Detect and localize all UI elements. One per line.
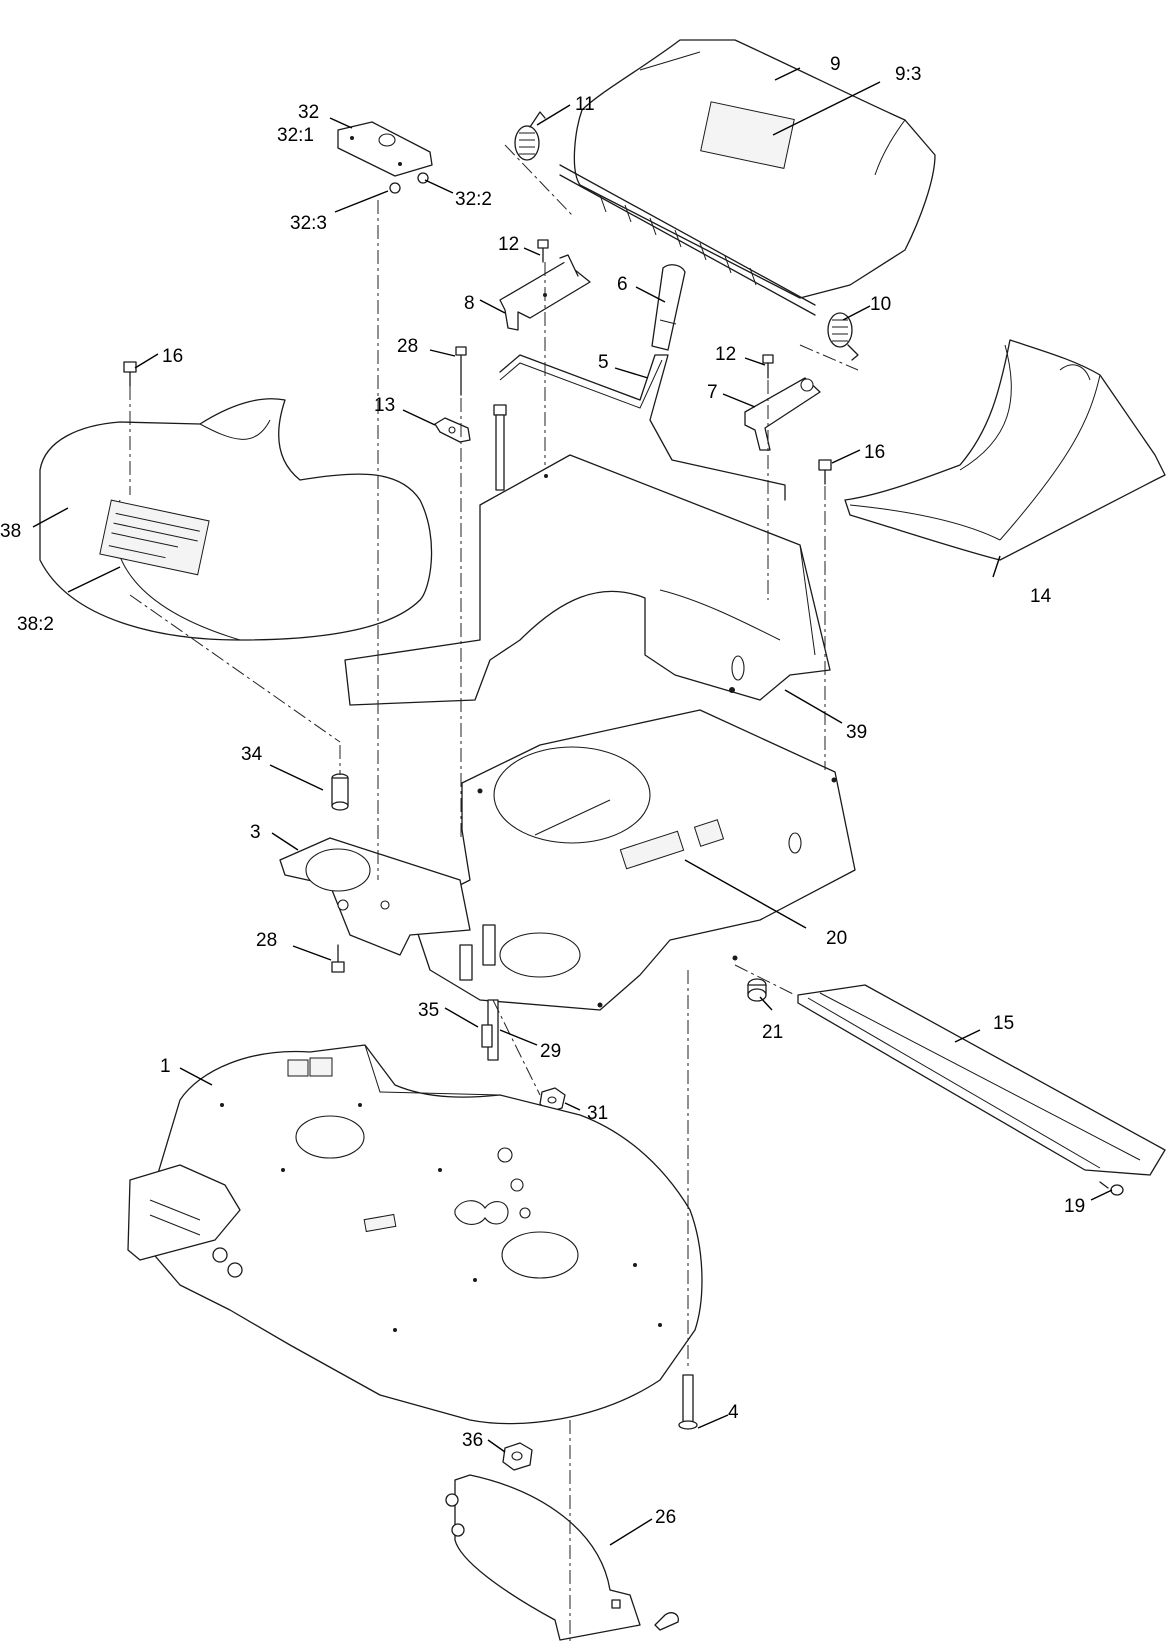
- callout-29: 29: [540, 1041, 561, 1062]
- part-16-screw-left: [123, 361, 137, 387]
- part-28-bolt-lower: [331, 944, 345, 973]
- part-13-clip: [434, 417, 471, 443]
- part-3-plate: [279, 837, 471, 956]
- decal-20: [619, 819, 725, 870]
- part-21-knob: [747, 978, 767, 1002]
- part-5-control-rod: [499, 354, 786, 501]
- callout-11: 11: [575, 94, 595, 115]
- part-6-handle: [651, 264, 686, 351]
- callout-32: 32: [298, 102, 319, 123]
- decal-38-2: [99, 499, 210, 576]
- part-10-torsion-spring: [827, 312, 859, 361]
- part-36-nut: [502, 1442, 533, 1471]
- callout-5: 5: [598, 352, 609, 373]
- part-32-bracket: [337, 121, 433, 194]
- part-19-screw: [1099, 1181, 1124, 1196]
- callout-16-left: 16: [162, 346, 183, 367]
- callout-9: 9: [830, 54, 841, 75]
- callout-20: 20: [826, 928, 847, 949]
- callout-15: 15: [993, 1013, 1014, 1034]
- part-12-screw-b: [762, 354, 774, 379]
- callout-34: 34: [241, 744, 263, 765]
- callout-21: 21: [762, 1022, 783, 1043]
- part-38-belt-cover: [39, 398, 433, 641]
- part-1-mower-deck: [149, 1044, 703, 1425]
- callout-8: 8: [464, 293, 475, 314]
- part-16-screw-right: [818, 459, 832, 485]
- callout-7: 7: [707, 382, 718, 403]
- callout-10: 10: [870, 294, 891, 315]
- callout-28-lower: 28: [256, 930, 277, 951]
- callout-1: 1: [160, 1056, 171, 1077]
- deck-hinge-bracket: [127, 1164, 243, 1278]
- part-14-deflector: [844, 339, 1166, 561]
- callout-13: 13: [374, 395, 395, 416]
- callout-16-right: 16: [864, 442, 885, 463]
- callout-39: 39: [846, 722, 867, 743]
- callout-35: 35: [418, 1000, 439, 1021]
- part-12-screw-a: [537, 239, 549, 263]
- callout-12-upper: 12: [498, 234, 519, 255]
- callout-19: 19: [1064, 1196, 1085, 1217]
- part-4-bolt: [678, 1374, 698, 1430]
- long-pin: [493, 404, 507, 491]
- part-35-29-posts: [459, 924, 499, 1061]
- leader-lines: [32, 67, 1113, 1546]
- part-26-shield: [445, 1474, 679, 1641]
- alignment-lines: [129, 144, 859, 1642]
- callout-38-2: 38:2: [17, 614, 54, 635]
- part-9-chute-cover: [559, 39, 936, 316]
- callout-9-3: 9:3: [895, 64, 921, 85]
- callout-32-3: 32:3: [290, 213, 327, 234]
- callout-36: 36: [462, 1430, 483, 1451]
- callout-12-lower: 12: [715, 344, 736, 365]
- part-7-bracket: [744, 377, 821, 451]
- part-20-mounting-plate: [409, 709, 856, 1011]
- callout-3: 3: [250, 822, 261, 843]
- part-28-bolt-upper: [455, 346, 467, 396]
- decal-deck: [287, 1057, 397, 1233]
- callout-31: 31: [587, 1103, 608, 1124]
- callout-14: 14: [1030, 586, 1052, 607]
- part-34-spacer: [331, 773, 349, 811]
- callout-32-2: 32:2: [455, 189, 492, 210]
- part-39-housing: [344, 454, 831, 706]
- callouts: 1 3 4 5 6 7 8 9 9:3 10 11 12 12 13 14 15…: [0, 54, 1085, 1528]
- callout-26: 26: [655, 1507, 676, 1528]
- part-15-rail: [797, 984, 1166, 1176]
- decal-9-3: [700, 101, 795, 169]
- callout-32-1: 32:1: [277, 125, 314, 146]
- part-11-torsion-spring: [514, 111, 546, 161]
- callout-38: 38: [0, 521, 21, 542]
- callout-28-upper: 28: [397, 336, 418, 357]
- callout-6: 6: [617, 274, 628, 295]
- callout-4: 4: [728, 1402, 739, 1423]
